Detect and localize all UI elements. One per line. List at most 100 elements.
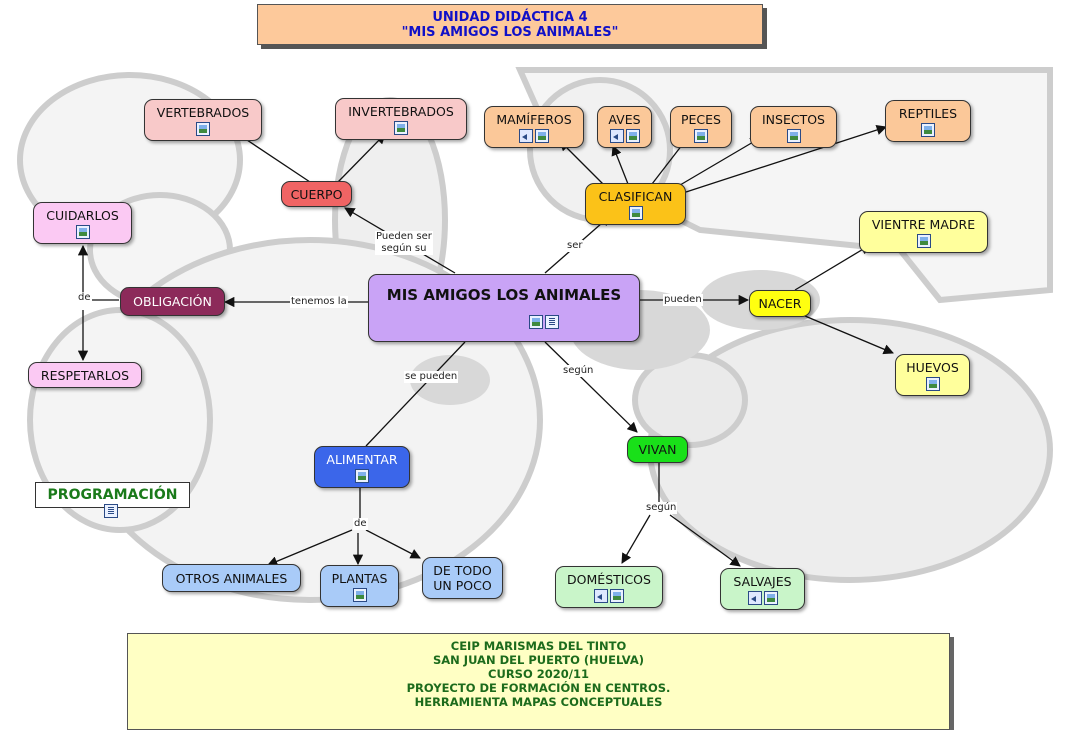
resource-icons (694, 128, 708, 143)
image-icon[interactable] (529, 314, 543, 329)
footer-line-1: CEIP MARISMAS DEL TINTO (450, 639, 627, 653)
concept-cuerpo[interactable]: CUERPO (281, 181, 352, 207)
footer-line-4: PROYECTO DE FORMACIÓN EN CENTROS. (406, 681, 671, 695)
resource-icons (747, 590, 778, 605)
footer-credits-box: CEIP MARISMAS DEL TINTO SAN JUAN DEL PUE… (127, 633, 950, 730)
sound-icon[interactable] (609, 128, 624, 143)
map-title-box: UNIDAD DIDÁCTICA 4 "MIS AMIGOS LOS ANIMA… (257, 4, 763, 45)
resource-icons (594, 588, 624, 603)
concept-huevos[interactable]: HUEVOS (895, 354, 970, 396)
link-label-se-pueden: se pueden (404, 371, 459, 383)
sound-icon[interactable] (594, 588, 608, 603)
link-label-pueden: pueden (663, 294, 703, 306)
image-icon[interactable] (916, 233, 931, 248)
concept-respetarlos[interactable]: RESPETARLOS (28, 362, 142, 388)
footer-line-3: CURSO 2020/11 (488, 667, 589, 681)
image-icon[interactable] (196, 121, 210, 136)
concept-label: INSECTOS (761, 111, 825, 127)
image-icon[interactable] (535, 128, 549, 143)
resource-icons (394, 120, 408, 135)
resource-icons (786, 128, 801, 143)
link-label-de-1: de (77, 292, 92, 304)
resource-icons (628, 205, 643, 220)
resource-icons (921, 122, 935, 137)
link-label-segun-2: según (645, 502, 678, 514)
resource-icons (529, 314, 559, 329)
concept-cuidarlos[interactable]: CUIDARLOS (33, 202, 132, 244)
concept-mis-amigos-los-animales[interactable]: MIS AMIGOS LOS ANIMALES (368, 274, 640, 342)
image-icon[interactable] (786, 128, 801, 143)
concept-vientre-madre[interactable]: VIENTRE MADRE (859, 211, 988, 253)
image-icon[interactable] (694, 128, 708, 143)
concept-plantas[interactable]: PLANTAS (320, 565, 399, 607)
concept-clasifican[interactable]: CLASIFICAN (585, 183, 686, 225)
concept-label: PLANTAS (331, 570, 388, 586)
concept-aves[interactable]: AVES (597, 106, 652, 148)
resource-icons (519, 128, 549, 143)
image-icon[interactable] (763, 590, 778, 605)
sound-icon[interactable] (519, 128, 533, 143)
programacion-label: PROGRAMACIÓN (47, 487, 178, 503)
concept-salvajes[interactable]: SALVAJES (720, 568, 805, 610)
resource-icons (75, 224, 90, 239)
concept-nacer[interactable]: NACER (749, 290, 811, 317)
image-icon[interactable] (625, 128, 640, 143)
concept-otros-animales[interactable]: OTROS ANIMALES (162, 564, 301, 592)
link-text-pueden-ser: Pueden ser según su (376, 231, 432, 254)
concept-label: CUERPO (290, 186, 343, 202)
concept-label: MIS AMIGOS LOS ANIMALES (386, 285, 622, 304)
concept-reptiles[interactable]: REPTILES (885, 100, 971, 142)
image-icon[interactable] (355, 468, 369, 483)
concept-vertebrados[interactable]: VERTEBRADOS (144, 99, 262, 141)
concept-label: PECES (681, 111, 721, 127)
link-label-ser: ser (566, 240, 584, 252)
concept-label: CUIDARLOS (46, 207, 119, 223)
sound-icon[interactable] (747, 590, 762, 605)
resource-icons (196, 121, 210, 136)
image-icon[interactable] (394, 120, 408, 135)
concept-peces[interactable]: PECES (670, 106, 732, 148)
concept-label: OTROS ANIMALES (175, 570, 288, 586)
concept-label: VERTEBRADOS (156, 104, 250, 120)
concept-invertebrados[interactable]: INVERTEBRADOS (335, 98, 467, 140)
concept-label: ALIMENTAR (326, 451, 398, 467)
title-line-1: UNIDAD DIDÁCTICA 4 (432, 9, 588, 25)
document-icon[interactable] (545, 314, 559, 329)
concept-label: CLASIFICAN (598, 188, 673, 204)
concept-obligacion[interactable]: OBLIGACIÓN (120, 287, 225, 316)
title-line-2: "MIS AMIGOS LOS ANIMALES" (401, 24, 619, 40)
concept-label: VIENTRE MADRE (871, 216, 976, 232)
link-label-tenemos-la: tenemos la (290, 296, 348, 308)
resource-icons (916, 233, 931, 248)
link-label-pueden-ser: Pueden ser según su (375, 231, 433, 255)
concept-label: REPTILES (898, 105, 958, 121)
concept-label: DE TODO UN POCO (433, 563, 492, 593)
resource-icons (355, 468, 369, 483)
image-icon[interactable] (75, 224, 90, 239)
concept-label: DOMÉSTICOS (567, 571, 651, 587)
concept-domesticos[interactable]: DOMÉSTICOS (555, 566, 663, 608)
concept-label: OBLIGACIÓN (133, 294, 212, 309)
concept-mamiferos[interactable]: MAMÍFEROS (484, 106, 584, 148)
image-icon[interactable] (610, 588, 624, 603)
image-icon[interactable] (925, 376, 940, 391)
image-icon[interactable] (628, 205, 643, 220)
concept-label: VIVAN (638, 442, 677, 457)
resource-icons (609, 128, 640, 143)
concept-label: AVES (608, 111, 641, 127)
concept-label: HUEVOS (906, 359, 959, 375)
image-icon[interactable] (921, 122, 935, 137)
concept-insectos[interactable]: INSECTOS (750, 106, 837, 148)
image-icon[interactable] (352, 587, 367, 602)
concept-label: MAMÍFEROS (496, 111, 572, 127)
footer-line-2: SAN JUAN DEL PUERTO (HUELVA) (432, 653, 644, 667)
concept-alimentar[interactable]: ALIMENTAR (314, 446, 410, 488)
resource-icons (352, 587, 367, 602)
concept-label: NACER (758, 296, 802, 311)
resource-icons (925, 376, 940, 391)
concept-de-todo-un-poco[interactable]: DE TODO UN POCO (422, 557, 503, 599)
concept-label: INVERTEBRADOS (348, 103, 454, 119)
concept-vivan[interactable]: VIVAN (627, 436, 688, 463)
document-icon[interactable] (104, 504, 118, 518)
link-label-segun-1: según (562, 365, 595, 377)
